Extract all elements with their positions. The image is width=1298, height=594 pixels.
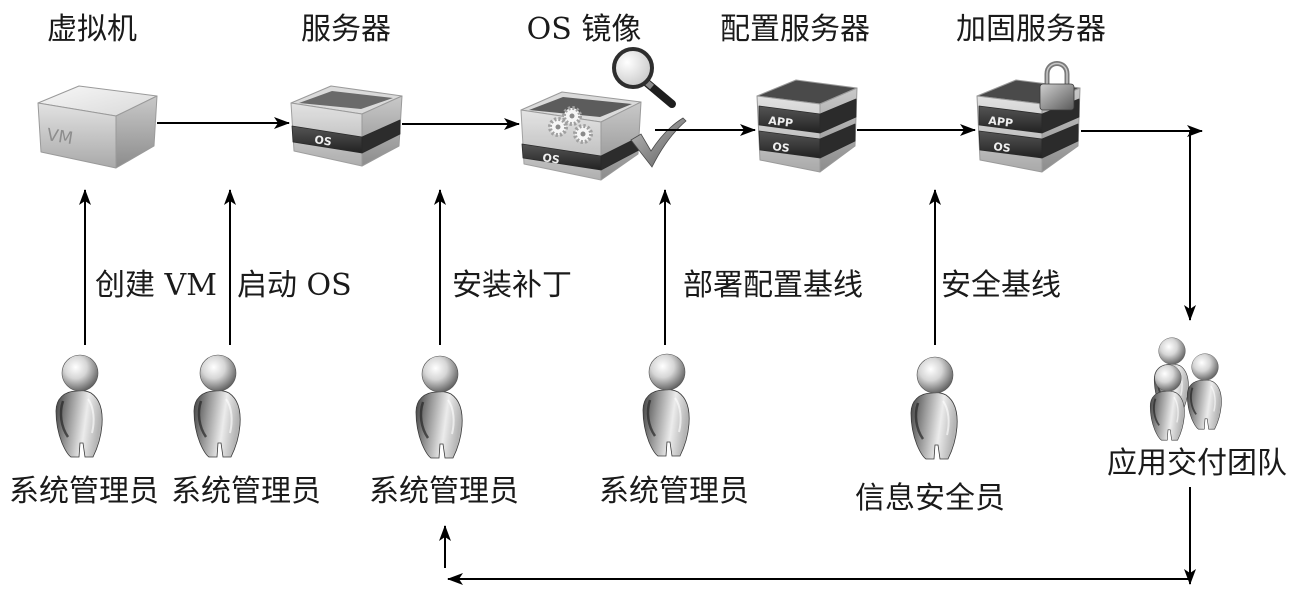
actor-infosec-officer: 信息安全员: [855, 355, 1005, 516]
actor-sysadmin-3: 系统管理员: [369, 354, 519, 509]
gear-icon: [573, 124, 593, 144]
hardened-server-app-label: APP: [988, 114, 1014, 130]
stage-title-hardened-server: 加固服务器: [956, 12, 1106, 47]
person-icon: [641, 352, 691, 458]
person-icon: [909, 355, 959, 461]
action-label-deploy-config-baseline: 部署配置基线: [683, 268, 863, 303]
gear-icon: [562, 106, 582, 126]
configured-server-app-label: APP: [768, 114, 794, 130]
actor-label-sysadmin-4: 系统管理员: [599, 474, 749, 509]
configured-server-box-icon: APP OS: [756, 79, 858, 173]
person-icon: [414, 354, 464, 460]
vm-box-label: VM: [45, 125, 74, 149]
team-icon: [1149, 336, 1223, 442]
stage-title-configured-server: 配置服务器: [720, 12, 870, 47]
server-box-icon: OS: [290, 85, 403, 167]
actor-sysadmin-1: 系统管理员: [9, 353, 159, 509]
stage-title-os-image: OS 镜像: [527, 12, 642, 47]
actor-sysadmin-2: 系统管理员: [171, 353, 321, 509]
gear-icon: [548, 117, 568, 137]
action-label-boot-os: 启动 OS: [237, 268, 352, 303]
actor-sysadmin-4: 系统管理员: [599, 352, 749, 509]
actor-label-sysadmin-1: 系统管理员: [9, 474, 159, 509]
action-label-install-patch: 安装补丁: [452, 268, 572, 303]
hardened-server-os-label: OS: [993, 140, 1012, 155]
actor-label-infosec-officer: 信息安全员: [855, 481, 1005, 516]
actor-label-sysadmin-2: 系统管理员: [171, 474, 321, 509]
stage-title-server: 服务器: [301, 12, 391, 47]
padlock-icon: [1039, 61, 1075, 111]
magnifier-icon: [612, 47, 676, 108]
actor-label-sysadmin-3: 系统管理员: [369, 474, 519, 509]
actor-label-app-delivery-team: 应用交付团队: [1107, 446, 1287, 481]
configured-server-os-label: OS: [772, 140, 791, 155]
server-box-label: OS: [314, 133, 333, 149]
vm-box-icon: VM: [37, 85, 158, 169]
os-image-box-label: OS: [542, 151, 561, 167]
person-icon: [192, 353, 242, 459]
action-label-security-baseline: 安全基线: [941, 268, 1061, 303]
action-label-create-vm: 创建 VM: [95, 268, 217, 303]
person-icon: [54, 353, 104, 459]
stage-title-vm: 虚拟机: [47, 12, 137, 47]
os-image-box-icon: OS: [520, 91, 642, 181]
actor-app-delivery-team: 应用交付团队: [1107, 336, 1287, 481]
